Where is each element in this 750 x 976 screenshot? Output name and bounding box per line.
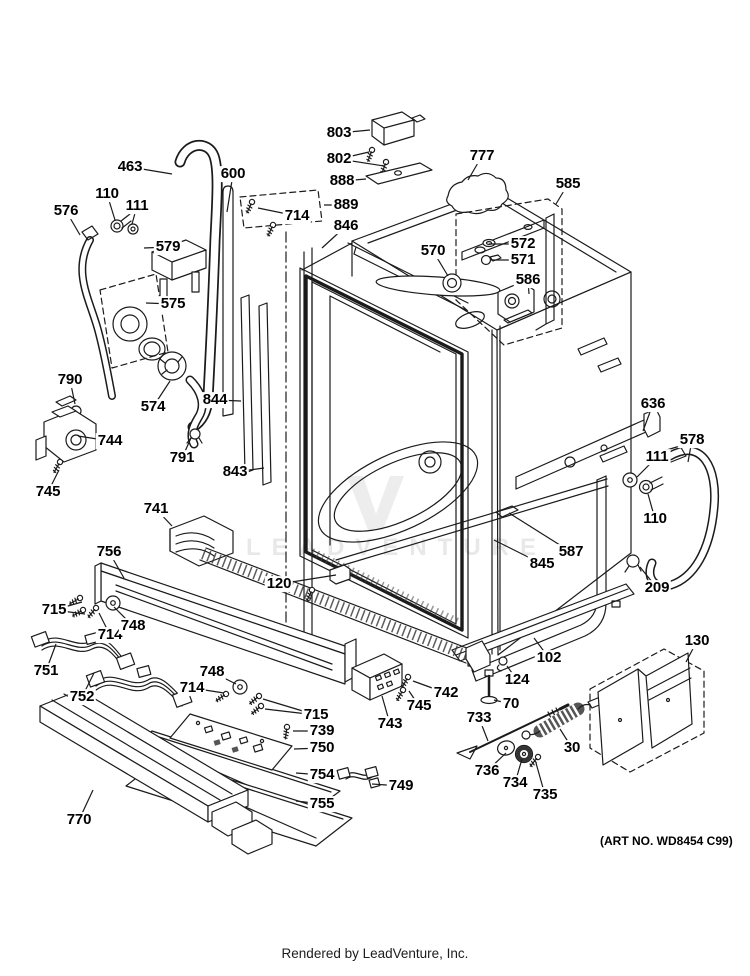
part-label-586: 586 <box>513 271 543 289</box>
art-number: (ART NO. WD8454 C99) <box>600 834 733 848</box>
part-label-570: 570 <box>418 242 448 260</box>
clamp-124 <box>496 656 508 672</box>
part-label-102: 102 <box>534 649 564 667</box>
part-label-572: 572 <box>508 235 538 253</box>
front-panel-756 <box>94 562 357 685</box>
clip-571 <box>480 254 502 266</box>
part-label-802: 802 <box>324 150 354 168</box>
part-label-714a: 714 <box>282 207 312 225</box>
part-label-777: 777 <box>467 147 497 165</box>
door-spring-30 <box>521 696 605 740</box>
corner-channel-585 <box>455 198 563 346</box>
part-label-755: 755 <box>307 795 337 813</box>
part-label-736: 736 <box>472 762 502 780</box>
part-label-733: 733 <box>464 709 494 727</box>
part-label-574: 574 <box>138 398 168 416</box>
clamp-209 <box>624 554 642 573</box>
part-label-124: 124 <box>502 671 532 689</box>
part-label-748a: 748 <box>118 617 148 635</box>
conduit-587 <box>335 478 609 568</box>
base-rail-102 <box>451 583 635 667</box>
bracket-kit-889 <box>239 189 323 238</box>
part-label-756: 756 <box>94 543 124 561</box>
part-label-803: 803 <box>324 124 354 142</box>
part-label-579: 579 <box>153 238 183 256</box>
part-label-734: 734 <box>500 774 530 792</box>
part-label-30: 30 <box>561 739 583 757</box>
part-label-110a: 110 <box>93 185 121 203</box>
control-board-750 <box>169 713 293 771</box>
spray-arm-570 <box>375 273 501 297</box>
footer-credit: Rendered by LeadVenture, Inc. <box>281 946 469 961</box>
part-label-715a: 715 <box>39 601 69 619</box>
seal-574 <box>157 351 187 381</box>
bracket-741 <box>169 515 491 673</box>
cabinet-shell <box>301 188 632 656</box>
fill-hose-576 <box>78 225 116 400</box>
part-label-209: 209 <box>642 579 672 597</box>
inlet-bolt-110 <box>110 213 132 233</box>
part-label-751: 751 <box>31 662 61 680</box>
washer-111 <box>127 223 139 235</box>
part-label-752: 752 <box>67 688 97 706</box>
leveling-leg-70 <box>480 669 498 705</box>
part-label-715b: 715 <box>301 706 331 724</box>
insulation-kit-130 <box>589 648 705 773</box>
part-label-571: 571 <box>508 251 538 269</box>
part-label-791: 791 <box>167 449 197 467</box>
part-label-770: 770 <box>64 811 94 829</box>
part-label-754: 754 <box>307 766 337 784</box>
part-label-111a: 111 <box>123 197 151 215</box>
part-label-739: 739 <box>307 722 337 740</box>
watermark-text: LEADVENTURE <box>246 534 548 561</box>
part-label-845: 845 <box>527 555 557 573</box>
part-label-70: 70 <box>500 695 522 713</box>
part-label-111b: 111 <box>643 448 671 466</box>
part-label-888: 888 <box>327 172 357 190</box>
part-label-600: 600 <box>218 165 248 183</box>
part-label-889: 889 <box>331 196 361 214</box>
part-label-743: 743 <box>375 715 405 733</box>
pump-assembly-575 <box>99 273 169 369</box>
part-label-575: 575 <box>158 295 188 313</box>
part-label-846: 846 <box>331 217 361 235</box>
part-label-714c: 714 <box>177 679 207 697</box>
door-cable-733 <box>456 703 570 760</box>
pulley-734 <box>514 744 534 764</box>
watermark-v-icon <box>347 476 404 530</box>
bolt-110-right <box>638 476 664 495</box>
bracket-888 <box>365 162 433 185</box>
part-label-741: 741 <box>141 500 171 518</box>
part-label-130: 130 <box>682 632 712 650</box>
part-label-744: 744 <box>95 432 125 450</box>
part-label-843: 843 <box>220 463 250 481</box>
part-label-576: 576 <box>51 202 81 220</box>
part-label-585: 585 <box>553 175 583 193</box>
part-label-463: 463 <box>115 158 145 176</box>
part-label-745a: 745 <box>33 483 63 501</box>
part-label-578: 578 <box>677 431 707 449</box>
part-label-748b: 748 <box>197 663 227 681</box>
junction-module-743 <box>351 653 403 701</box>
part-label-587: 587 <box>556 543 586 561</box>
part-label-790: 790 <box>55 371 85 389</box>
part-label-636: 636 <box>638 395 668 413</box>
washer-736 <box>496 740 516 756</box>
part-label-749: 749 <box>386 777 416 795</box>
part-label-844: 844 <box>200 391 230 409</box>
part-label-120: 120 <box>264 575 294 593</box>
part-label-110b: 110 <box>641 510 669 528</box>
part-label-735: 735 <box>530 786 560 804</box>
insulation-blanket-770 <box>39 689 273 855</box>
junction-box-803 <box>371 111 426 146</box>
part-label-745b: 745 <box>404 697 434 715</box>
part-label-742: 742 <box>431 684 461 702</box>
part-label-750: 750 <box>307 739 337 757</box>
